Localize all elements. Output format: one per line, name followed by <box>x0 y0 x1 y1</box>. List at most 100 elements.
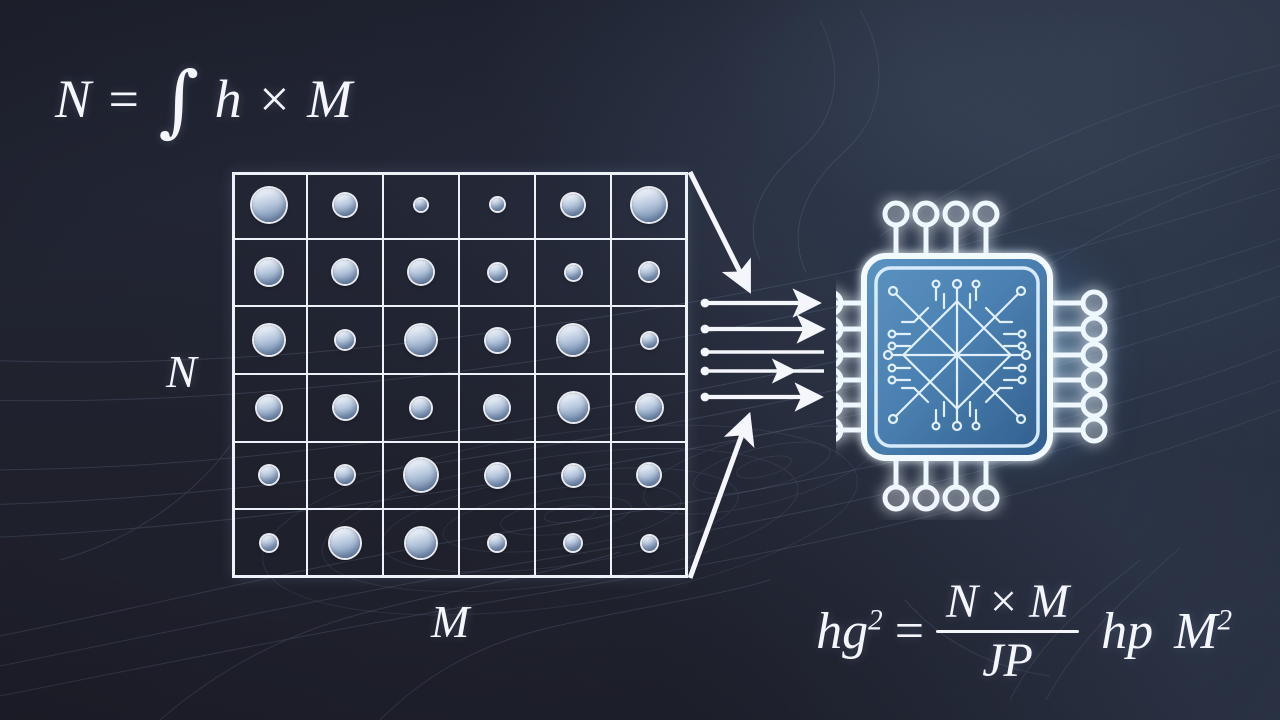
matrix-sphere <box>485 463 509 487</box>
matrix-sphere <box>333 396 357 420</box>
matrix-cell[interactable] <box>536 172 612 240</box>
matrix-cell[interactable] <box>460 172 536 240</box>
matrix-sphere <box>334 193 356 216</box>
integral-symbol: ∫ <box>158 56 200 146</box>
matrix-sphere <box>415 198 427 211</box>
fraction-numerator: N × M <box>936 578 1079 630</box>
formula-bottom-equals: = <box>894 603 925 660</box>
matrix-sphere <box>565 535 581 552</box>
microchip-icon[interactable] <box>836 190 1136 520</box>
matrix-sphere <box>336 331 354 350</box>
formula-bottom-fraction: N × M JP <box>936 578 1080 687</box>
matrix-sphere <box>336 466 354 485</box>
formula-bottom-tail-base: M <box>1174 603 1218 660</box>
chip-pins-top <box>882 200 1000 259</box>
matrix-cell[interactable] <box>460 510 536 578</box>
fraction-denominator: JP <box>982 634 1033 687</box>
matrix-cell[interactable] <box>308 172 384 240</box>
matrix-sphere <box>558 325 588 356</box>
matrix-cell[interactable] <box>536 307 612 375</box>
matrix-cell[interactable] <box>308 442 384 511</box>
matrix-sphere <box>562 193 584 216</box>
matrix-sphere <box>490 198 504 212</box>
matrix-cell[interactable] <box>232 172 308 240</box>
matrix-cell[interactable] <box>384 442 460 511</box>
matrix-cell[interactable] <box>308 374 384 443</box>
matrix-sphere <box>254 325 284 356</box>
matrix-sphere <box>260 466 278 485</box>
microchip-graphic[interactable] <box>836 190 1136 520</box>
formula-top-lhs: N <box>55 69 92 129</box>
matrix-cell[interactable] <box>308 307 384 375</box>
matrix-cell[interactable] <box>612 374 688 443</box>
matrix-sphere <box>488 263 506 281</box>
matrix-cell[interactable] <box>384 510 460 578</box>
matrix-sphere <box>333 260 357 285</box>
formula-top-left: N = ∫ h × M <box>55 62 352 140</box>
matrix-sphere <box>565 264 581 280</box>
formula-bottom-tail-exponent: 2 <box>1217 604 1232 637</box>
matrix-cell[interactable] <box>232 510 308 578</box>
matrix-sphere <box>261 535 277 552</box>
matrix-cell[interactable] <box>460 239 536 308</box>
matrix-sphere <box>489 535 505 552</box>
matrix-row-axis-label: N <box>166 346 197 397</box>
formula-bottom-lhs: hg2 <box>816 602 883 661</box>
formula-bottom-lhs-base: hg <box>816 603 869 660</box>
matrix-cell[interactable] <box>612 172 688 240</box>
formula-bottom-tail: hp M2 <box>1101 602 1232 661</box>
matrix-sphere <box>641 332 657 348</box>
matrix-cell[interactable] <box>536 239 612 308</box>
matrix-cell[interactable] <box>460 307 536 375</box>
matrix-sphere <box>406 325 436 356</box>
matrix-cell[interactable] <box>460 442 536 511</box>
numerator-right: M <box>1029 575 1070 628</box>
matrix-cell[interactable] <box>384 172 460 240</box>
matrix-cell[interactable] <box>232 307 308 375</box>
numerator-times: × <box>990 575 1018 628</box>
matrix-sphere <box>562 464 584 486</box>
formula-top-equals: = <box>108 69 139 129</box>
matrix-sphere <box>485 328 509 352</box>
matrix-cell[interactable] <box>612 239 688 308</box>
matrix-cell[interactable] <box>232 442 308 511</box>
matrix-cell[interactable] <box>536 374 612 443</box>
matrix-sphere <box>330 528 360 559</box>
matrix-cell[interactable] <box>612 510 688 578</box>
fraction-bar <box>936 630 1080 633</box>
matrix-cell[interactable] <box>612 442 688 511</box>
chip-circuit-traces <box>882 278 1032 432</box>
matrix-col-axis-label: M <box>431 596 470 647</box>
matrix-cell[interactable] <box>384 374 460 443</box>
matrix-sphere <box>558 393 588 423</box>
matrix-sphere <box>256 259 282 286</box>
matrix-cell[interactable] <box>612 307 688 375</box>
matrix-cell[interactable] <box>536 510 612 578</box>
matrix-sphere <box>409 260 433 285</box>
matrix-cell[interactable] <box>308 510 384 578</box>
matrix-cell[interactable] <box>384 307 460 375</box>
numerator-left: N <box>946 575 979 628</box>
chip-pins-bottom <box>882 455 1000 512</box>
matrix-sphere <box>640 263 658 282</box>
matrix-cell[interactable] <box>232 374 308 443</box>
matrix-cell[interactable] <box>308 239 384 308</box>
matrix-sphere <box>252 187 286 222</box>
matrix-sphere <box>636 395 662 421</box>
matrix-sphere <box>406 528 436 559</box>
matrix-cell[interactable] <box>232 239 308 308</box>
formula-bottom-lhs-exponent: 2 <box>868 604 883 637</box>
matrix-sphere <box>485 395 509 420</box>
matrix-sphere <box>411 397 431 418</box>
matrix-cell[interactable] <box>384 239 460 308</box>
formula-top-integrand: h <box>214 69 242 129</box>
matrix-sphere <box>632 187 666 222</box>
matrix-grid[interactable] <box>232 172 688 578</box>
matrix-cell[interactable] <box>536 442 612 511</box>
formula-bottom-right: hg2 = N × M JP hp M2 <box>816 578 1232 685</box>
matrix-sphere <box>638 464 660 487</box>
formula-top-times: × <box>259 69 290 129</box>
formula-bottom-tail-hp: hp <box>1101 603 1154 660</box>
matrix-cell[interactable] <box>460 374 536 443</box>
chip-pins-right <box>1045 289 1108 444</box>
